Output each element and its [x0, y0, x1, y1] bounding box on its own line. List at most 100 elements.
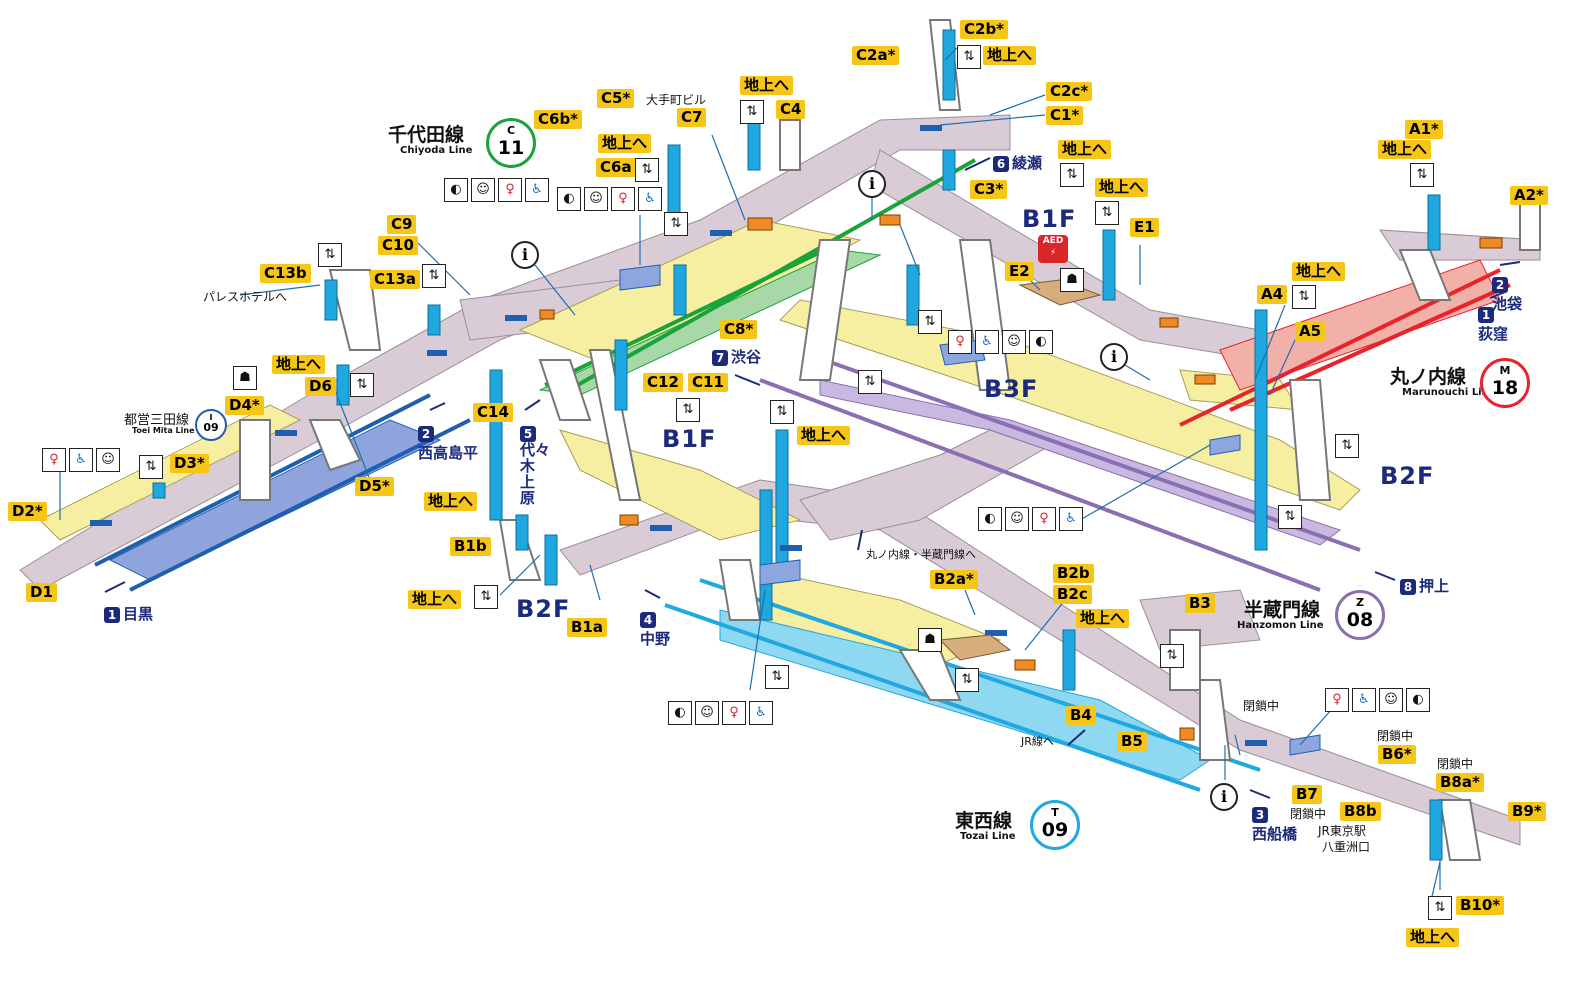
information-icon: i	[1100, 343, 1128, 371]
exit-c14[interactable]: C14	[473, 403, 513, 422]
exit-c2b[interactable]: C2b*	[960, 20, 1009, 39]
exit-a2[interactable]: A2*	[1510, 186, 1548, 205]
elevator-icon: ⇅	[474, 585, 498, 609]
exit-c8[interactable]: C8*	[720, 320, 758, 339]
facility-icons-tozai-west: ◐ ☺ ♀ ♿	[668, 701, 773, 725]
exit-a4[interactable]: A4	[1257, 285, 1288, 304]
exit-c1[interactable]: C1*	[1046, 106, 1084, 125]
to-ground-label-a1[interactable]: 地上へ	[1378, 140, 1432, 159]
exit-d4[interactable]: D4*	[225, 396, 264, 415]
to-ground-label-c4[interactable]: 地上へ	[740, 76, 794, 95]
elevator-icon: ⇅	[1095, 201, 1119, 225]
to-ground-label-b1f[interactable]: 地上へ	[797, 426, 851, 445]
marunouchi-code: 18	[1491, 377, 1519, 399]
elevator-icon: ⇅	[1335, 434, 1359, 458]
ostomate-icon: ◐	[557, 187, 581, 211]
closed-label-b8a: 閉鎖中	[1437, 757, 1474, 771]
exit-e2[interactable]: E2	[1005, 262, 1034, 281]
to-ground-label-c2b[interactable]: 地上へ	[983, 46, 1037, 65]
elevator-icon-group: ⇅	[858, 370, 882, 394]
jr-tokyo-station-label: JR東京駅	[1318, 824, 1366, 838]
exit-b6[interactable]: B6*	[1378, 745, 1416, 764]
elevator-icon: ⇅	[664, 212, 688, 236]
floor-label-b1f-top: B1F	[1022, 205, 1077, 233]
exit-c2a[interactable]: C2a*	[852, 46, 900, 65]
exit-b8a[interactable]: B8a*	[1436, 773, 1484, 792]
tozai-code: 09	[1041, 819, 1069, 841]
exit-c6a[interactable]: C6a	[596, 158, 636, 177]
exit-b9[interactable]: B9*	[1508, 802, 1546, 821]
exit-c7[interactable]: C7	[677, 108, 707, 127]
exit-e1[interactable]: E1	[1130, 218, 1159, 237]
exit-b4[interactable]: B4	[1066, 706, 1096, 725]
exit-c2c[interactable]: C2c*	[1046, 82, 1093, 101]
exit-c5[interactable]: C5*	[597, 89, 635, 108]
marunouchi-line-badge: M 18	[1480, 358, 1530, 408]
otemachi-building-label: 大手町ビル	[646, 93, 707, 107]
to-ground-label-a4[interactable]: 地上へ	[1292, 262, 1346, 281]
exit-b1a[interactable]: B1a	[567, 618, 607, 637]
elevator-icon: ⇅	[1160, 644, 1184, 668]
elevator-icon: ⇅	[318, 243, 342, 267]
chiyoda-code: 11	[497, 137, 525, 159]
exit-d1[interactable]: D1	[26, 583, 57, 602]
exit-b5[interactable]: B5	[1117, 732, 1147, 751]
chiyoda-letter: C	[506, 124, 516, 137]
exit-c3[interactable]: C3*	[970, 180, 1008, 199]
hanzomon-line-en: Hanzomon Line	[1237, 620, 1324, 631]
marunouchi-line-name: 丸ノ内線	[1390, 366, 1467, 388]
to-ground-label-b2b[interactable]: 地上へ	[1076, 609, 1130, 628]
to-ground-label-b10[interactable]: 地上へ	[1406, 928, 1460, 947]
exit-b10[interactable]: B10*	[1456, 896, 1505, 915]
exit-b2c[interactable]: B2c	[1053, 585, 1092, 604]
exit-b2a[interactable]: B2a*	[930, 570, 978, 589]
baby-icon: ☺	[1005, 507, 1029, 531]
to-ground-label-c6a[interactable]: 地上へ	[598, 134, 652, 153]
exit-a5[interactable]: A5	[1295, 322, 1326, 341]
elevator-icon-group: ⇅	[740, 100, 764, 124]
direction-arrows	[104, 157, 1521, 799]
mita-line-badge: I 09	[195, 409, 227, 441]
exit-d2[interactable]: D2*	[8, 502, 47, 521]
ticket-office-icon-group: ☗	[918, 628, 942, 652]
exit-c11[interactable]: C11	[688, 373, 728, 392]
exit-c6b[interactable]: C6b*	[534, 110, 583, 129]
facility-icons-b2f-right: ◐ ☺ ♀ ♿	[978, 507, 1083, 531]
elevator-icon-group: ⇅	[664, 212, 688, 236]
to-ground-label-d6[interactable]: 地上へ	[272, 355, 326, 374]
to-ground-label-b1b[interactable]: 地上へ	[408, 590, 462, 609]
exit-c10[interactable]: C10	[378, 236, 418, 255]
toilet-icon: ♀	[498, 178, 522, 202]
exit-c12[interactable]: C12	[643, 373, 683, 392]
exit-b1b[interactable]: B1b	[450, 537, 491, 556]
facility-icons-tozai-east: ♀ ♿ ☺ ◐	[1325, 688, 1430, 712]
elevator-icon-group: ⇅	[765, 665, 789, 689]
exit-b7[interactable]: B7	[1292, 785, 1322, 804]
exit-c4[interactable]: C4	[776, 100, 806, 119]
exit-b2b[interactable]: B2b	[1053, 564, 1094, 583]
elevator-icon-group: ⇅	[957, 45, 981, 69]
elevator-icon-group: ⇅	[635, 158, 659, 182]
exit-c9[interactable]: C9	[387, 215, 417, 234]
mita-line-en: Toei Mita Line	[132, 426, 195, 435]
exit-c13a[interactable]: C13a	[370, 270, 421, 289]
exit-d5[interactable]: D5*	[355, 477, 394, 496]
marunouchi-letter: M	[1499, 364, 1511, 377]
exit-a1[interactable]: A1*	[1405, 120, 1443, 139]
exit-b3[interactable]: B3	[1185, 594, 1215, 613]
ticket-offices	[539, 214, 1503, 741]
exit-d6[interactable]: D6	[305, 377, 336, 396]
to-marunouchi-hanzomon-label: 丸ノ内線・半蔵門線へ	[866, 548, 976, 561]
elevator-icon-group: ⇅	[1292, 285, 1316, 309]
aed-icon: AED⚡	[1038, 235, 1068, 263]
floor-label-b3f: B3F	[984, 375, 1039, 403]
to-ground-label-e1[interactable]: 地上へ	[1095, 178, 1149, 197]
exit-c13b[interactable]: C13b	[260, 264, 311, 283]
exit-d3[interactable]: D3*	[170, 454, 209, 473]
exit-b8b[interactable]: B8b	[1340, 802, 1381, 821]
to-ground-label-c14[interactable]: 地上へ	[424, 492, 478, 511]
to-ground-label-c3[interactable]: 地上へ	[1058, 140, 1112, 159]
elevator-icon: ⇅	[1410, 163, 1434, 187]
toilet-icon: ♀	[948, 330, 972, 354]
